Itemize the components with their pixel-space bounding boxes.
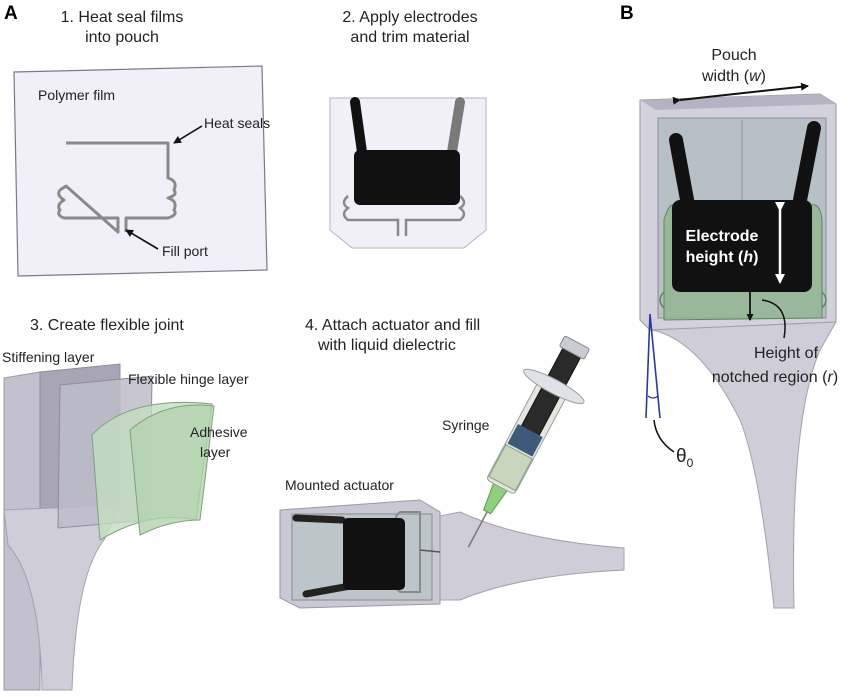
step2-electrode-lead-left xyxy=(350,97,367,157)
theta-label: θ0 xyxy=(676,446,694,470)
step2-electrode-pad xyxy=(354,150,460,205)
theta-subscript: 0 xyxy=(687,456,694,470)
step4-title: 4. Attach actuator and fill with liquid … xyxy=(305,317,480,354)
pouch-width-arrow xyxy=(672,82,809,105)
polymer-film-label: Polymer film xyxy=(38,87,115,103)
step1-polymer-film: Polymer film Heat seals Fill port xyxy=(13,65,270,277)
step2-title-line2: and trim material xyxy=(350,29,469,46)
notched-region-line1: Height of xyxy=(754,345,819,362)
notched-region-line2: notched region (r) xyxy=(712,369,838,386)
step1-title-line1: 1. Heat seal films xyxy=(61,9,184,26)
theta-symbol: θ xyxy=(676,446,687,467)
panel-a-label: A xyxy=(4,3,18,24)
electrode-height-line1: Electrode xyxy=(686,228,759,245)
step4-title-line2: with liquid dielectric xyxy=(317,337,456,354)
heat-seals-label: Heat seals xyxy=(204,115,270,131)
pouch-width-var: w xyxy=(749,68,762,85)
step4-mounted-actuator: Mounted actuator xyxy=(279,477,625,609)
electrode-height-line2: height (h) xyxy=(686,249,759,266)
electrode-height-suffix: ) xyxy=(753,249,758,266)
adhesive-label-line1: Adhesive xyxy=(190,424,248,440)
step4-title-line1: 4. Attach actuator and fill xyxy=(305,317,480,334)
theta-leader xyxy=(653,419,675,453)
step1-title: 1. Heat seal films into pouch xyxy=(61,9,184,46)
syringe-label: Syringe xyxy=(442,417,490,433)
pouch-width-line2: width (w) xyxy=(701,68,766,85)
panel-b-electrode-lead-left xyxy=(669,133,695,212)
step2-seal-outline xyxy=(342,195,466,236)
theta-angle-lines xyxy=(645,313,661,419)
notched-region-prefix: notched region ( xyxy=(712,369,828,386)
notched-region-leader xyxy=(761,299,786,339)
panel-b-electrode-pad xyxy=(672,200,812,292)
heat-seals-arrow xyxy=(173,125,203,144)
fill-port-label: Fill port xyxy=(162,243,208,259)
heat-seal-outline xyxy=(57,141,177,234)
step2-trimmed-pouch xyxy=(329,97,487,249)
mounted-actuator-label: Mounted actuator xyxy=(285,477,394,493)
pouch-width-line1: Pouch xyxy=(711,47,756,64)
step3-title: 3. Create flexible joint xyxy=(30,317,184,334)
panel-b-label: B xyxy=(620,3,634,24)
pouch-width-prefix: width ( xyxy=(701,68,750,85)
adhesive-sheet-front xyxy=(129,404,215,536)
panel-b-actuator: Pouch width (w) Electrode height (h) Hei… xyxy=(639,47,838,609)
notched-region-suffix: ) xyxy=(833,369,838,386)
stiffening-layer-label: Stiffening layer xyxy=(2,349,95,365)
step2-title: 2. Apply electrodes and trim material xyxy=(342,9,477,46)
notched-region-var: r xyxy=(827,369,833,386)
electrode-height-prefix: height ( xyxy=(686,249,744,266)
electrode-height-var: h xyxy=(743,249,753,266)
step4-syringe: Syringe xyxy=(442,335,590,548)
flexible-hinge-layer-label: Flexible hinge layer xyxy=(128,371,249,387)
fill-port-arrow xyxy=(125,229,159,250)
adhesive-label-line2: layer xyxy=(200,444,231,460)
step3-flexible-joint: Stiffening layer Flexible hinge layer Ad… xyxy=(2,349,249,691)
pouch-width-suffix: ) xyxy=(761,68,766,85)
step4-electrode-pad xyxy=(343,518,405,590)
step2-title-line1: 2. Apply electrodes xyxy=(342,9,477,26)
panel-b-electrode-lead-right xyxy=(793,121,821,207)
step3-title-line1: 3. Create flexible joint xyxy=(30,317,184,334)
step2-electrode-lead-right xyxy=(447,97,465,157)
step1-title-line2: into pouch xyxy=(85,29,159,46)
